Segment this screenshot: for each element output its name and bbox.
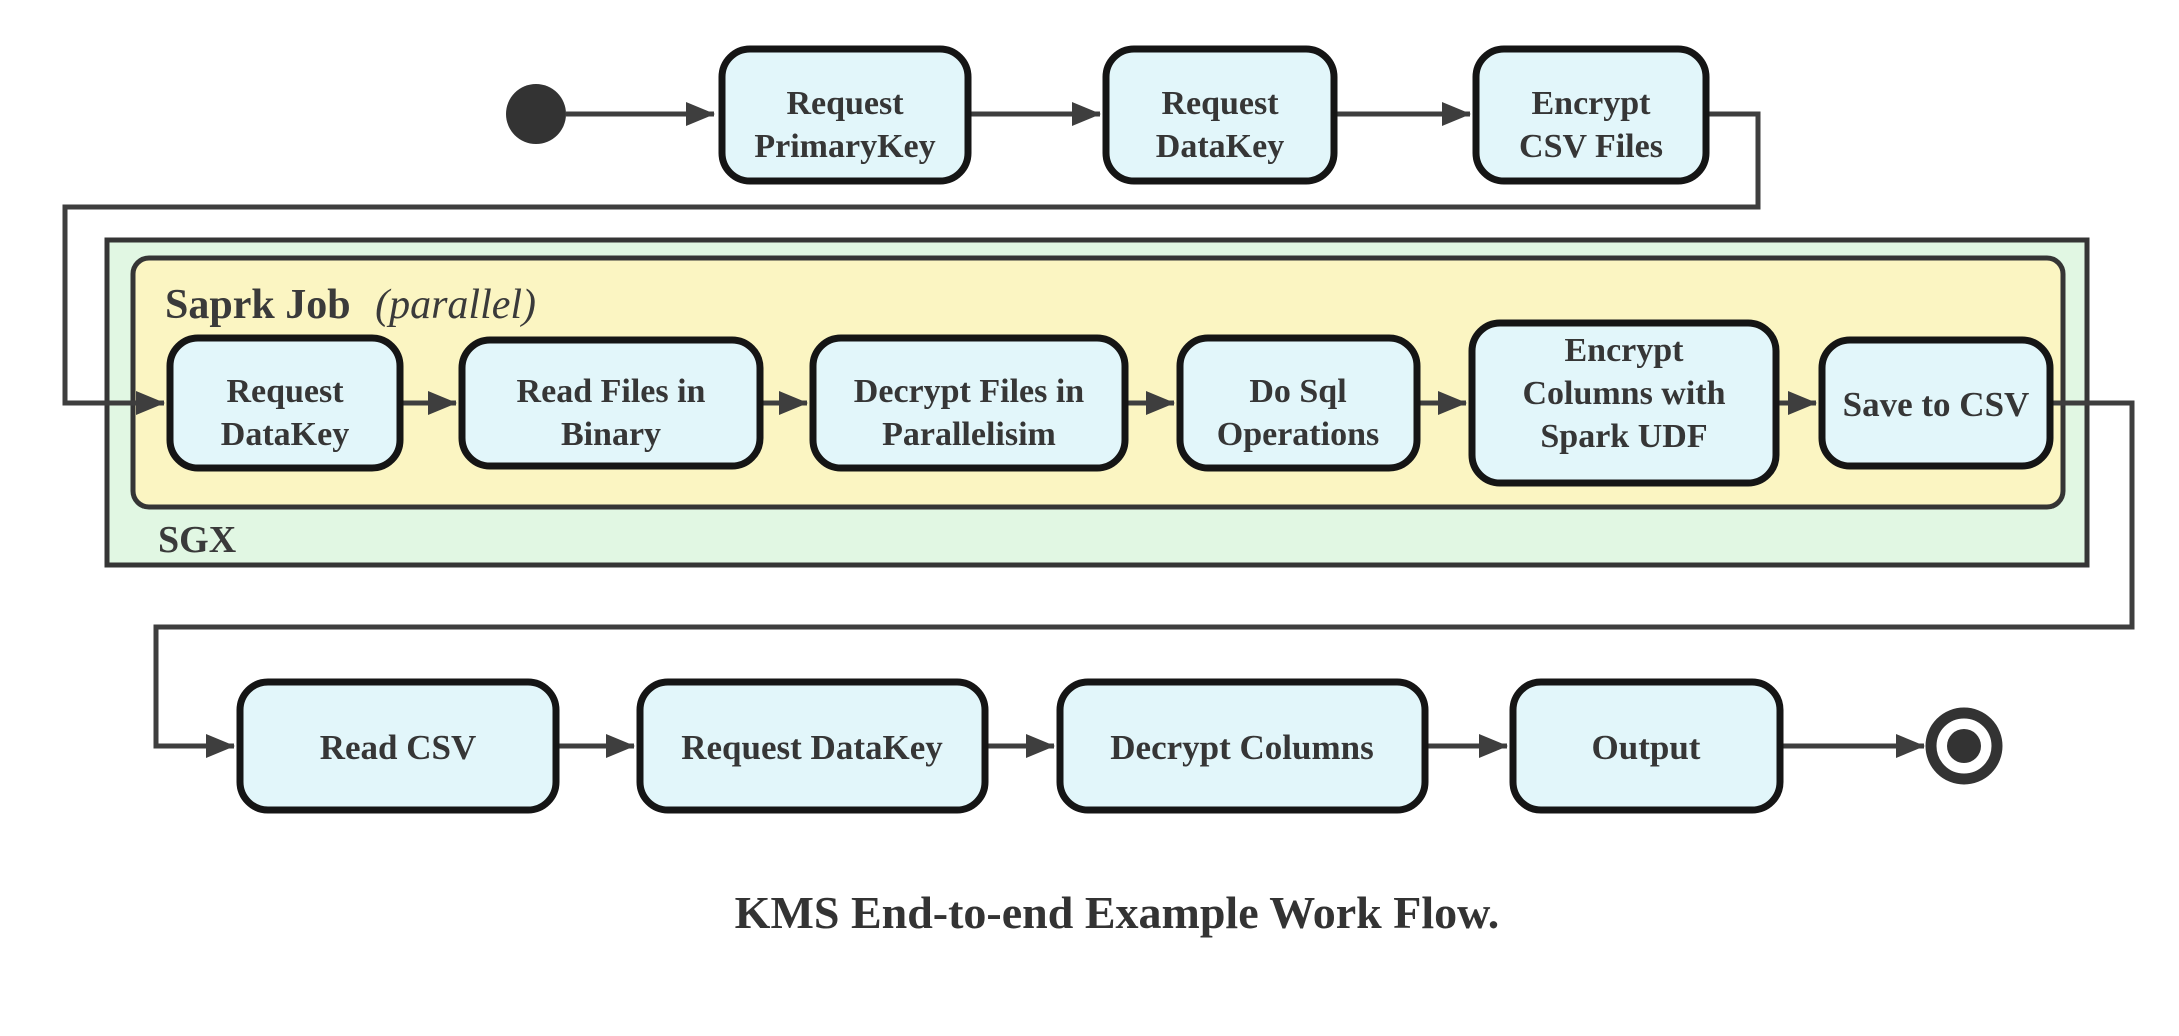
node-label: Columns with (1522, 375, 1725, 412)
node-label: Encrypt (1532, 85, 1652, 122)
node-request-datakey-top: Request DataKey (1102, 45, 1338, 185)
node-label: Request (226, 373, 344, 410)
node-label: Save to CSV (1843, 385, 2030, 424)
node-label: Spark UDF (1540, 418, 1707, 455)
node-label: DataKey (221, 416, 349, 453)
node-label: Decrypt Files in (854, 373, 1084, 410)
sgx-container-label: SGX (158, 519, 236, 561)
node-label: Output (1592, 728, 1701, 767)
edge-encrypt-csv-to-sgx-request-datakey (62, 111, 1761, 415)
node-request-datakey-bottom: Request DataKey (636, 678, 989, 814)
node-decrypt-files-in-parallelisim: Decrypt Files in Parallelisim (809, 334, 1129, 472)
final-state-icon (1925, 707, 2003, 785)
initial-state-icon (506, 84, 566, 144)
node-request-primarykey: Request PrimaryKey (718, 45, 972, 185)
node-encrypt-csv-files: Encrypt CSV Files (1472, 45, 1710, 185)
node-save-to-csv: Save to CSV (1818, 336, 2054, 470)
node-encrypt-columns-with-spark-udf: Encrypt Columns with Spark UDF (1468, 319, 1780, 487)
node-output: Output (1509, 678, 1784, 814)
node-label: Read CSV (320, 728, 477, 767)
node-label: Binary (561, 416, 661, 453)
node-label: PrimaryKey (754, 128, 935, 165)
node-label: Read Files in (517, 373, 706, 410)
node-decrypt-columns: Decrypt Columns (1056, 678, 1429, 814)
node-label: Encrypt (1565, 332, 1685, 369)
spark-job-container-label: Saprk Job (parallel) (165, 282, 536, 328)
node-read-csv: Read CSV (236, 678, 560, 814)
node-read-files-in-binary: Read Files in Binary (458, 336, 764, 470)
node-label: Decrypt Columns (1110, 728, 1373, 767)
node-label: CSV Files (1519, 128, 1663, 165)
node-label: Do Sql (1249, 373, 1346, 410)
node-label: Request DataKey (681, 728, 943, 767)
node-label: Request (1161, 85, 1279, 122)
node-request-datakey-sgx: Request DataKey (166, 334, 404, 472)
diagram-caption: KMS End-to-end Example Work Flow. (735, 887, 1500, 938)
node-label: Parallelisim (882, 416, 1056, 453)
edge-save-csv-to-read-csv (153, 400, 2135, 758)
node-label: Request (786, 85, 904, 122)
node-label: DataKey (1156, 128, 1284, 165)
node-do-sql-operations: Do Sql Operations (1176, 334, 1421, 472)
node-label: Operations (1217, 416, 1379, 453)
edges (62, 102, 2135, 758)
